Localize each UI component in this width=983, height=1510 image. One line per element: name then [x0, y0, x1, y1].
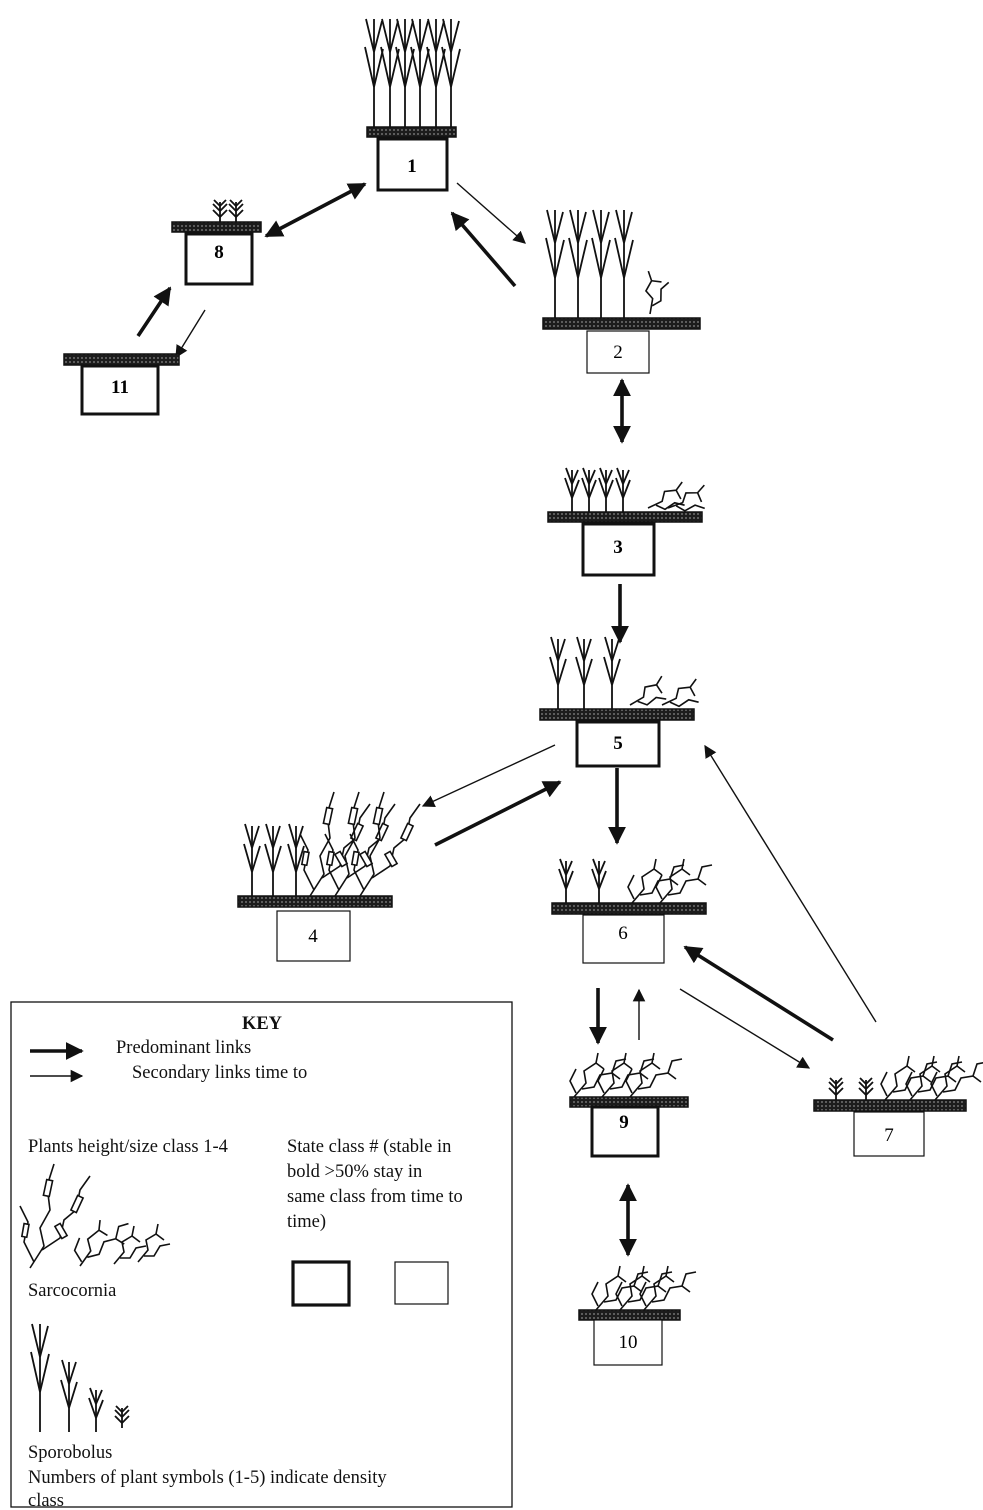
normal-box-sample — [395, 1262, 448, 1304]
ground-strip — [540, 709, 694, 720]
key-panel: KEY Predominant links Secondary links ti… — [11, 1002, 512, 1510]
state-number: 3 — [613, 537, 623, 558]
state-11: 11 — [64, 354, 179, 414]
plants-heading: Plants height/size class 1-4 — [28, 1137, 228, 1157]
state-1: 1 — [365, 19, 460, 190]
sporobolus-symbols — [565, 468, 630, 512]
state-4: 4 — [238, 792, 420, 961]
ground-strip — [543, 318, 700, 329]
density-line-2: class — [28, 1491, 64, 1510]
link-11-8 — [138, 288, 170, 336]
state-2: 2 — [543, 210, 700, 373]
sarcocornia-symbols — [570, 1053, 682, 1097]
link-7-5 — [705, 746, 876, 1022]
sporobolus-symbols — [546, 210, 633, 318]
key-title: KEY — [242, 1014, 283, 1034]
ground-strip — [238, 896, 392, 907]
secondary-label: Secondary links time to — [132, 1063, 307, 1083]
state-class-line-4: time) — [287, 1212, 326, 1232]
link-6-7 — [680, 989, 809, 1068]
link-5-4 — [423, 745, 555, 806]
sporobolus-label: Sporobolus — [28, 1443, 112, 1463]
state-number: 5 — [613, 733, 623, 754]
sarcocornia-symbol — [631, 265, 678, 314]
link-7-6 — [685, 947, 833, 1040]
sarcocornia-symbols — [300, 792, 420, 896]
ground-strip — [172, 222, 261, 232]
ground-strip — [552, 903, 706, 914]
state-number: 9 — [619, 1112, 629, 1133]
ground-strip — [548, 512, 702, 522]
state-number: 11 — [111, 377, 129, 398]
state-number: 4 — [308, 926, 318, 947]
ground-strip — [579, 1310, 680, 1320]
ground-strip — [814, 1100, 966, 1111]
state-5: 5 — [540, 637, 707, 766]
link-8-1 — [266, 184, 365, 236]
state-number: 8 — [214, 242, 224, 263]
bold-box-sample — [293, 1262, 349, 1305]
state-number: 10 — [619, 1332, 638, 1353]
state-9: 9 — [570, 1053, 688, 1156]
state-class-line-3: same class from time to — [287, 1187, 463, 1207]
sporobolus-symbols — [365, 19, 460, 127]
state-class-line-2: bold >50% stay in — [287, 1162, 422, 1182]
sporobolus-symbol — [213, 200, 227, 222]
density-line-1: Numbers of plant symbols (1-5) indicate … — [28, 1468, 387, 1488]
ground-strip — [64, 354, 179, 365]
state-number: 6 — [618, 923, 628, 944]
predominant-label: Predominant links — [116, 1038, 251, 1058]
state-number: 1 — [407, 156, 417, 177]
state-3: 3 — [548, 468, 715, 575]
state-7: 7 — [814, 1056, 983, 1156]
sarcocornia-symbols — [881, 1056, 983, 1100]
state-8: 8 — [172, 200, 261, 284]
state-number: 7 — [884, 1125, 894, 1146]
ground-strip — [367, 127, 456, 137]
state-number: 2 — [613, 342, 623, 363]
link-1-2 — [457, 183, 525, 243]
state-class-line-1: State class # (stable in — [287, 1137, 451, 1157]
state-10: 10 — [579, 1266, 696, 1365]
link-8-11 — [176, 310, 205, 357]
sporobolus-symbols — [550, 637, 620, 709]
sporobolus-symbols — [244, 824, 304, 896]
sarcocornia-label: Sarcocornia — [28, 1281, 116, 1301]
sarcocornia-symbols — [628, 859, 712, 903]
sporobolus-symbols — [559, 859, 606, 903]
link-2-1 — [452, 213, 515, 286]
sarcocornia-symbols — [592, 1266, 696, 1310]
sporobolus-symbol — [829, 1078, 843, 1100]
